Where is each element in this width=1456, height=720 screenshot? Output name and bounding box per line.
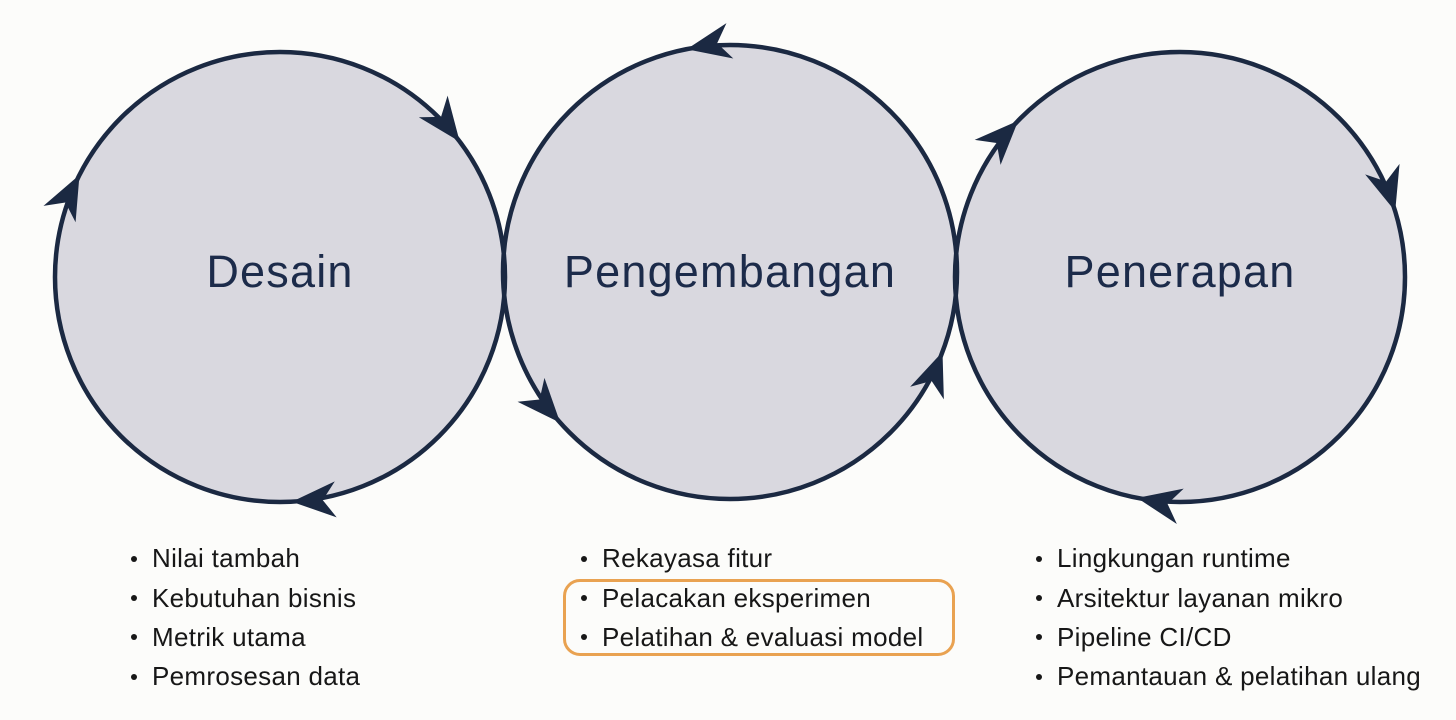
bullet-dot (131, 555, 137, 562)
cycle-arrow-icon (418, 95, 460, 142)
list-item-label: Pemrosesan data (152, 661, 361, 692)
list-item-label: Pelatihan & evaluasi model (602, 621, 924, 652)
cycle-arrow-icon (517, 377, 561, 423)
bullet-dot (581, 555, 587, 562)
cycle-arrow-icon (43, 174, 80, 223)
bullet-dot (581, 634, 587, 641)
list-item: Pemantauan & pelatihan ulang (1036, 657, 1421, 696)
development-item-list: Rekayasa fitur Pelacakan eksperimen Pela… (581, 539, 923, 657)
list-item: Pemrosesan data (131, 657, 360, 696)
deployment-circle-outline (952, 49, 1408, 505)
cycle-arrow-icon (686, 23, 734, 59)
cycle-arrow-icon (1137, 488, 1184, 524)
list-item: Rekayasa fitur (581, 539, 923, 578)
list-item-label: Pipeline CI/CD (1057, 621, 1232, 652)
stage-title-pengembangan: Pengembangan (563, 246, 897, 297)
bullet-dot (1036, 673, 1042, 680)
list-item: Metrik utama (131, 618, 360, 657)
list-item-highlighted: Pelatihan & evaluasi model (581, 618, 923, 657)
list-item-label: Lingkungan runtime (1057, 543, 1291, 574)
list-item-label: Kebutuhan bisnis (152, 582, 357, 613)
cycle-arrow-icon (1365, 163, 1400, 212)
list-item-label: Pemantauan & pelatihan ulang (1057, 661, 1422, 692)
deployment-circle-fill (955, 52, 1405, 502)
list-item-label: Arsitektur layanan mikro (1057, 582, 1344, 613)
bullet-dot (1036, 634, 1042, 641)
list-item-highlighted: Pelacakan eksperimen (581, 578, 923, 617)
bullet-dot (1036, 555, 1042, 562)
cycle-arrow-icon (291, 481, 337, 518)
list-item-label: Rekayasa fitur (602, 543, 773, 574)
bullet-dot (131, 595, 137, 602)
design-circle-fill (55, 52, 505, 502)
list-item: Nilai tambah (131, 539, 360, 578)
list-item: Arsitektur layanan mikro (1036, 578, 1421, 617)
bullet-dot (131, 673, 137, 680)
cycle-arrow-icon (974, 120, 1019, 165)
development-circle-fill (503, 45, 957, 499)
stage-title-penerapan: Penerapan (1064, 246, 1296, 297)
bullet-dot (581, 595, 587, 602)
list-item: Pipeline CI/CD (1036, 618, 1421, 657)
list-item-label: Metrik utama (152, 621, 306, 652)
cycle-arrow-icon (910, 351, 944, 400)
bullet-dot (1036, 595, 1042, 602)
deployment-item-list: Lingkungan runtime Arsitektur layanan mi… (1036, 539, 1421, 697)
stage-title-desain: Desain (206, 246, 354, 297)
design-item-list: Nilai tambah Kebutuhan bisnis Metrik uta… (131, 539, 360, 697)
bullet-dot (131, 634, 137, 641)
list-item: Kebutuhan bisnis (131, 578, 360, 617)
list-item-label: Pelacakan eksperimen (602, 582, 872, 613)
list-item-label: Nilai tambah (152, 543, 301, 574)
list-item: Lingkungan runtime (1036, 539, 1421, 578)
